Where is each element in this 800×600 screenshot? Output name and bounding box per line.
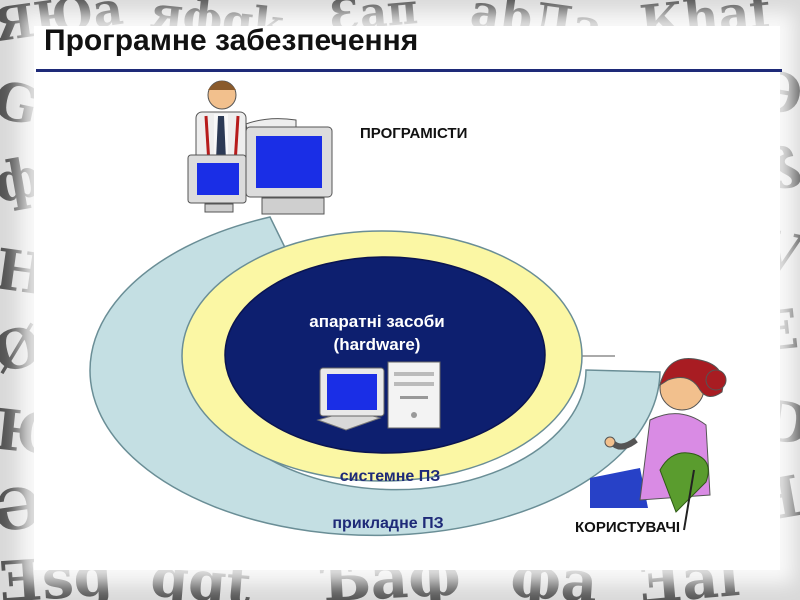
hardware-label-line2: (hardware) <box>334 335 421 354</box>
users-label: КОРИСТУВАЧІ <box>575 519 680 536</box>
system-software-label: системне ПЗ <box>340 468 441 485</box>
user-at-desk-icon <box>590 358 727 531</box>
desktop-computer-icon <box>316 361 441 431</box>
application-software-label: прикладне ПЗ <box>332 515 443 532</box>
hardware-label-line1: апаратні засоби <box>309 312 445 331</box>
page-title: Програмне забезпечення <box>44 24 419 57</box>
title-underline <box>36 69 782 72</box>
hardware-core <box>224 256 546 454</box>
programmers-label: ПРОГРАМІСТИ <box>360 125 467 142</box>
programmer-at-computers-icon <box>187 80 333 215</box>
